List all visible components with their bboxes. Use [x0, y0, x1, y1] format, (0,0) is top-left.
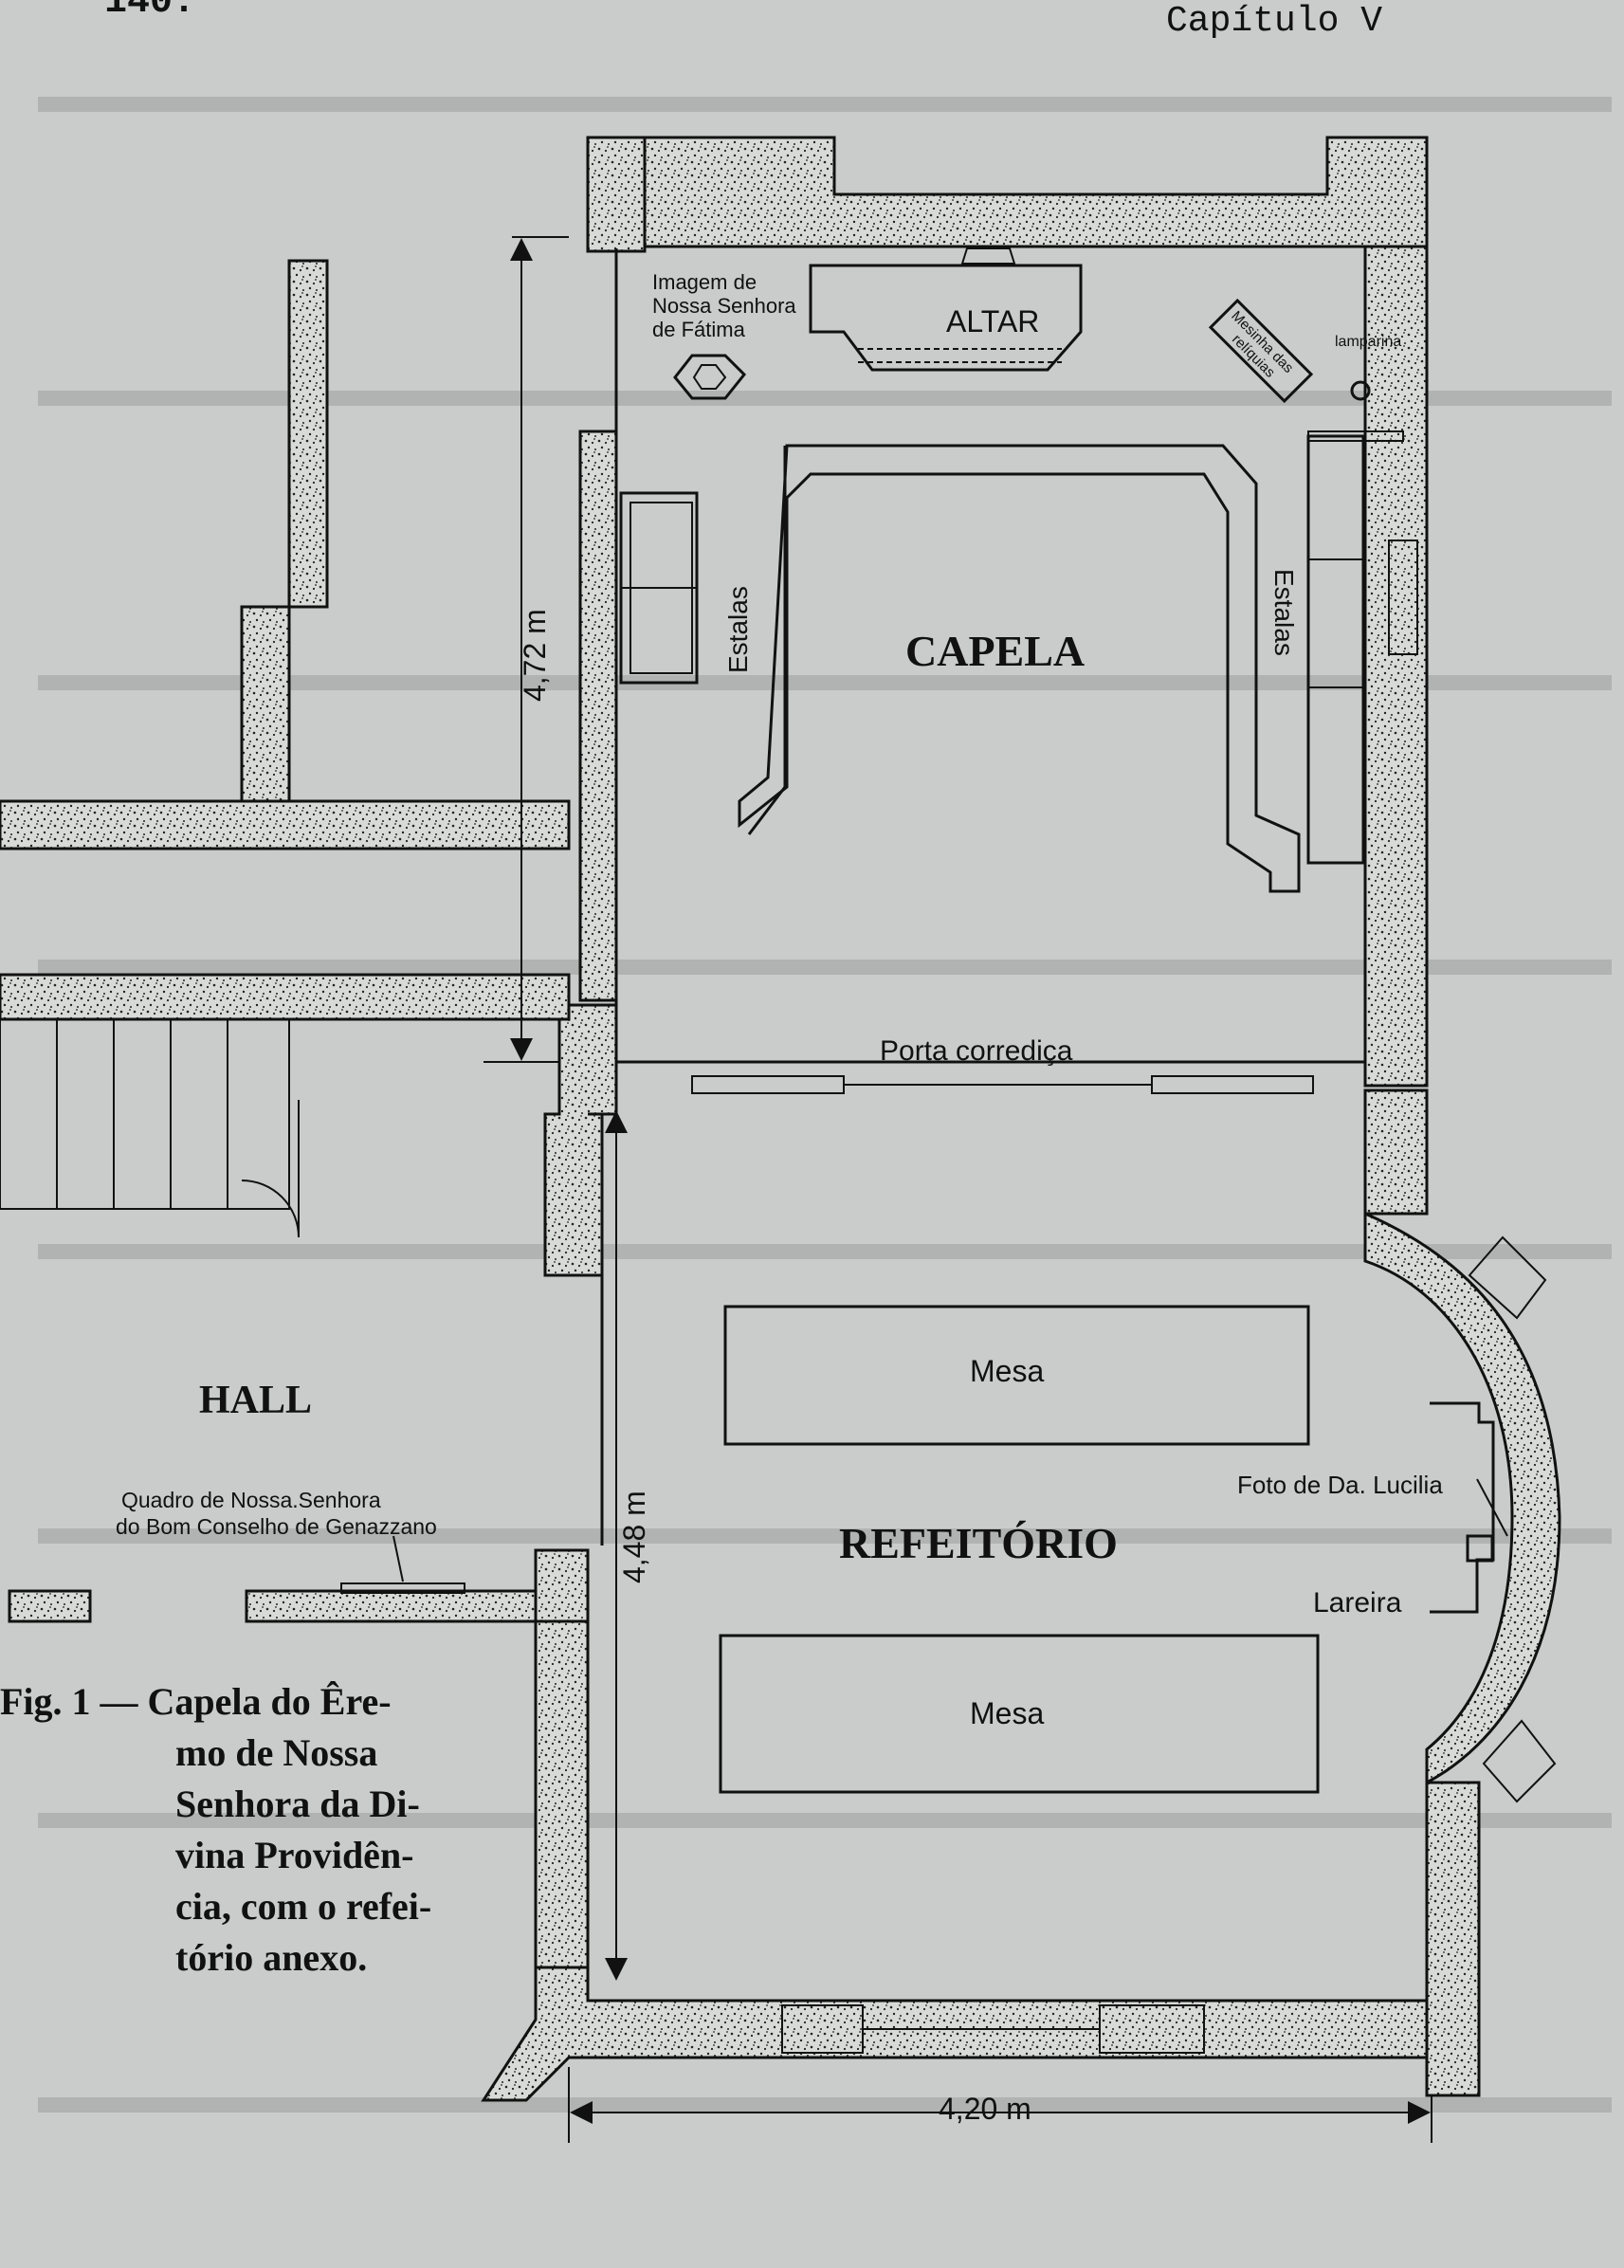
sliding-door	[691, 1075, 1314, 1094]
table-top[interactable]	[723, 1305, 1310, 1446]
chapel-room-label: CAPELA	[905, 627, 1085, 675]
painting-label-line-1: Quadro de Nossa.Senhora	[121, 1488, 381, 1512]
chapel-floor-outline-inner	[747, 446, 787, 835]
hall-bottom-wall-left	[8, 1589, 92, 1623]
caption-line-6: tório anexo.	[175, 1936, 367, 1979]
altar-label: ALTAR	[946, 304, 1039, 338]
left-stalls[interactable]	[619, 491, 699, 685]
table-bottom[interactable]	[719, 1634, 1320, 1794]
bottom-right-wall	[1425, 1781, 1481, 2097]
fatima-label-line-1: Imagem de	[652, 270, 757, 294]
fatima-label-line-3: de Fátima	[652, 318, 746, 341]
caption-line-4: vina Providên-	[175, 1834, 414, 1876]
painting-label-line-2: do Bom Conselho de Genazzano	[116, 1514, 437, 1539]
right-exterior-wall	[1363, 1088, 1429, 1216]
chapel-length-dimension	[484, 236, 569, 1063]
refectory-length-label: 4,48 m	[617, 1491, 651, 1583]
tabernacle-icon	[960, 247, 1016, 265]
photo-frame-icon	[1466, 1534, 1494, 1563]
altar[interactable]: ALTAR	[809, 247, 1083, 372]
hall-stair-wall	[0, 799, 571, 850]
table-top-label: Mesa	[970, 1354, 1044, 1388]
figure-caption: Fig. 1 — Capela do Êre- mo de Nossa Senh…	[0, 1680, 431, 1979]
refectory-room-label: REFEITÓRIO	[839, 1519, 1118, 1567]
hall-stair-wall-2	[0, 973, 571, 1021]
fatima-image-stand[interactable]	[673, 354, 747, 400]
hall-bottom-wall-pier	[534, 1548, 590, 1623]
page-number: 140.	[104, 0, 195, 24]
chapel-top-left-stub	[586, 136, 647, 253]
caption-line-2: mo de Nossa	[175, 1731, 377, 1774]
photo-label: Foto de Da. Lucilia	[1237, 1471, 1443, 1499]
stalls-right-label: Estalas	[1269, 569, 1299, 656]
lamp-label: lamparina	[1335, 334, 1401, 350]
chapel-left-wall	[578, 430, 618, 1002]
sliding-door-label: Porta corrediça	[880, 1035, 1073, 1067]
chapel-length-label: 4,72 m	[518, 609, 552, 702]
walls	[0, 136, 1561, 2102]
caption-line-3: Senhora da Di-	[175, 1783, 420, 1825]
chapter-title: Capítulo V	[1166, 1, 1382, 42]
right-stalls[interactable]	[1306, 430, 1418, 865]
stalls-left-label: Estalas	[723, 586, 753, 673]
bay-windows	[1468, 1235, 1557, 1803]
relic-table[interactable]: Mesinha das relíquias	[1208, 298, 1314, 404]
fatima-label-line-2: Nossa Senhora	[652, 294, 796, 318]
caption-line-5: cia, com o refei-	[175, 1885, 431, 1928]
oil-lamp-icon[interactable]	[1350, 380, 1371, 401]
bay-window-wall	[1363, 1211, 1561, 1785]
hall-room-label: HALL	[199, 1379, 312, 1422]
hall-inner-wall	[240, 605, 291, 803]
chapel-right-wall	[1363, 245, 1429, 1088]
bottom-doors	[781, 2004, 1205, 2054]
refectory-bottom-wall	[481, 1966, 1429, 2102]
painting-genazzano[interactable]	[340, 1582, 465, 1594]
hall-bottom-wall-mid	[245, 1589, 542, 1623]
hall-left-wall	[240, 259, 329, 632]
left-wall-junction	[543, 1003, 618, 1277]
width-label: 4,20 m	[939, 2092, 1031, 2126]
chapel-top-wall	[586, 136, 1429, 248]
chapel-floor-outline	[738, 444, 1301, 893]
fireplace[interactable]	[1430, 1401, 1508, 1614]
caption-line-1: Fig. 1 — Capela do Êre-	[0, 1680, 392, 1723]
width-dimension	[568, 2067, 1432, 2143]
staircase	[0, 1018, 300, 1238]
table-bottom-label: Mesa	[970, 1696, 1044, 1730]
fireplace-label: Lareira	[1313, 1587, 1402, 1619]
